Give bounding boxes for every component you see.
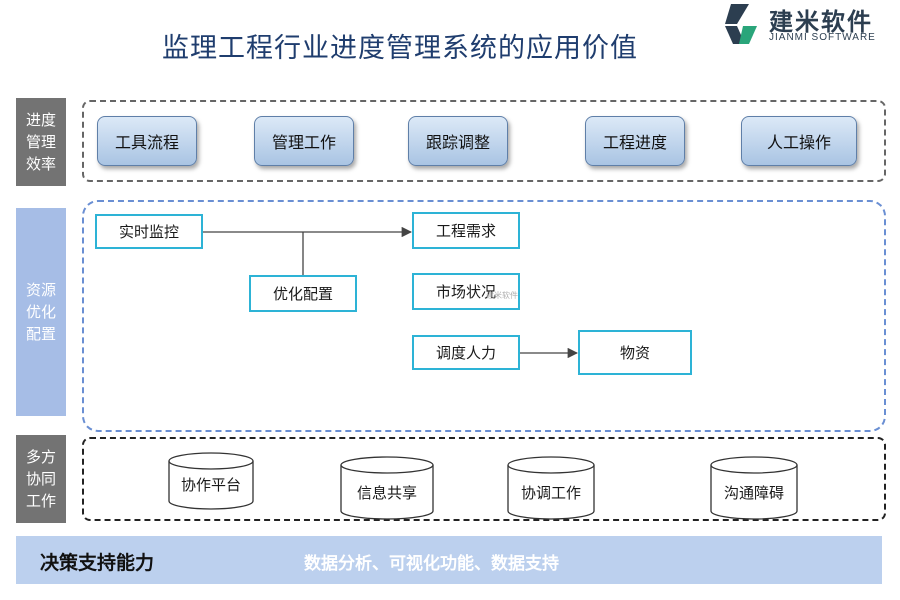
- cylinder-communication-barrier: 沟通障碍: [710, 456, 798, 520]
- jianmi-logo-icon: [725, 4, 757, 44]
- efficiency-panel: [82, 100, 886, 182]
- node-tracking-adjust: 跟踪调整: [408, 116, 508, 166]
- node-management-work: 管理工作: [254, 116, 354, 166]
- cylinder-coordination: 协调工作: [507, 456, 595, 520]
- node-project-progress: 工程进度: [585, 116, 685, 166]
- decision-text: 数据分析、可视化功能、数据支持: [304, 554, 559, 574]
- resource-panel: [82, 200, 886, 432]
- node-optimize-config: 优化配置: [249, 275, 357, 312]
- logo-text-cn: 建米软件: [769, 8, 873, 36]
- node-realtime-monitor: 实时监控: [95, 214, 203, 249]
- logo-text-en: JIANMI SOFTWARE: [769, 32, 876, 43]
- node-dispatch-staff: 调度人力: [412, 335, 520, 370]
- cylinder-info-sharing: 信息共享: [340, 456, 434, 520]
- cylinder-collab-platform: 协作平台: [168, 452, 254, 510]
- decision-title: 决策支持能力: [40, 552, 155, 574]
- row-label-collab: 多方协同工作: [16, 435, 66, 523]
- node-project-demand: 工程需求: [412, 212, 520, 249]
- collab-panel: [82, 437, 886, 521]
- node-tool-process: 工具流程: [97, 116, 197, 166]
- page-title: 监理工程行业进度管理系统的应用价值: [162, 33, 638, 64]
- decision-support-bar: 决策支持能力 数据分析、可视化功能、数据支持: [16, 536, 882, 584]
- brand-logo: 建米软件 JIANMI SOFTWARE: [717, 2, 892, 46]
- row-label-efficiency: 进度管理效率: [16, 98, 66, 186]
- node-market-status: 市场状况: [412, 273, 520, 310]
- node-manual-operation: 人工操作: [741, 116, 857, 166]
- watermark: 建米软件: [486, 291, 518, 300]
- node-materials: 物资: [578, 330, 692, 375]
- row-label-resource: 资源优化配置: [16, 208, 66, 416]
